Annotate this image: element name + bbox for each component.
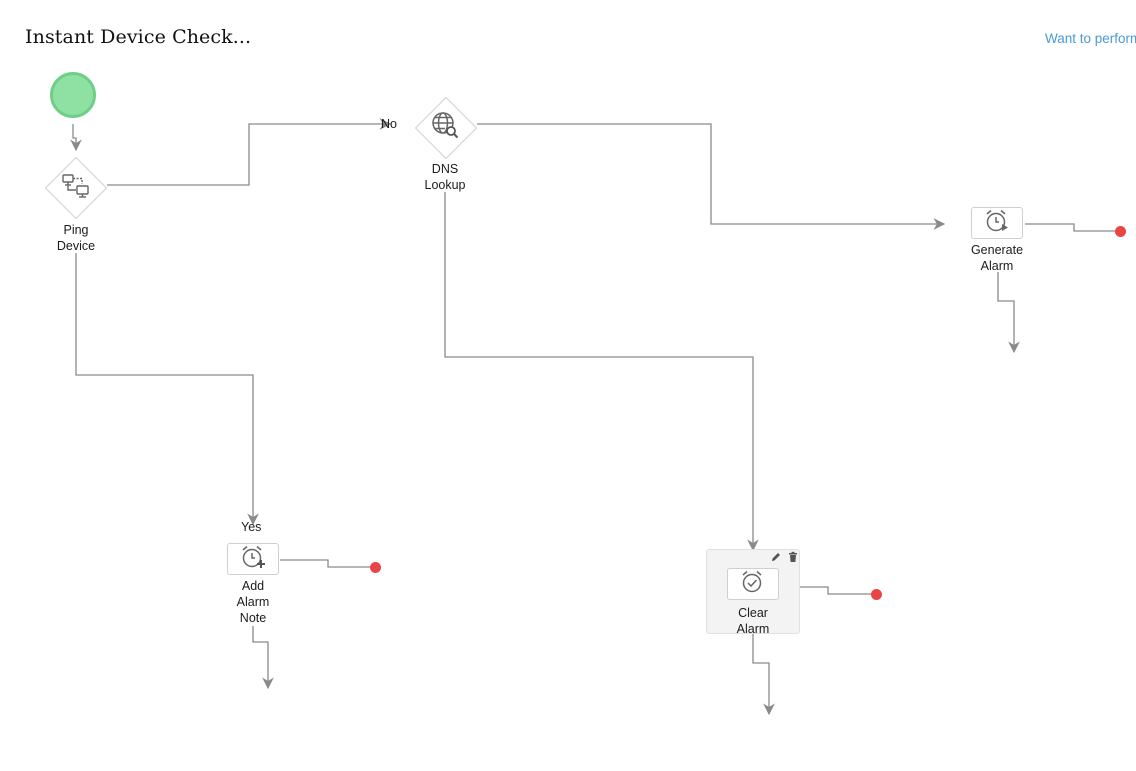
clear-alarm-node[interactable]	[727, 568, 779, 600]
trash-icon[interactable]	[787, 550, 799, 562]
connector-clear-alarm-to-end	[800, 586, 872, 595]
add-alarm-note-label: Add Alarm Note	[236, 579, 270, 625]
connector-ping-to-dns	[107, 118, 392, 186]
end-event-add-alarm-note[interactable]	[370, 562, 381, 573]
generate-alarm-node[interactable]	[971, 207, 1023, 239]
connector-generate-alarm-down	[997, 272, 1020, 354]
connector-dns-to-clear-alarm	[444, 192, 759, 552]
end-event-generate-alarm[interactable]	[1115, 226, 1126, 237]
page-title: Instant Device Check...	[25, 26, 252, 48]
add-alarm-note-node[interactable]	[227, 543, 279, 575]
alarm-clock-plus-icon	[239, 544, 267, 575]
connector-add-alarm-note-down	[252, 626, 274, 690]
alarm-clock-check-icon	[739, 569, 767, 600]
edge-label-no: No	[381, 117, 397, 131]
connector-ping-to-add-alarm-note	[75, 253, 259, 526]
dns-lookup-label: DNS Lookup	[424, 162, 466, 192]
network-computers-icon	[60, 171, 92, 203]
generate-alarm-label: Generate Alarm	[970, 243, 1024, 273]
help-link[interactable]: Want to perform	[1045, 31, 1136, 46]
connector-start-to-ping	[70, 124, 82, 152]
connector-dns-to-generate-alarm	[477, 123, 946, 230]
alarm-clock-play-icon	[983, 208, 1011, 239]
connector-clear-alarm-down	[752, 634, 775, 716]
pencil-icon[interactable]	[770, 550, 782, 562]
ping-device-label: Ping Device	[56, 223, 96, 253]
clear-alarm-label: Clear Alarm	[736, 606, 770, 636]
connector-add-alarm-note-to-end	[280, 559, 371, 568]
start-event[interactable]	[50, 72, 96, 118]
connector-generate-alarm-to-end	[1025, 223, 1116, 232]
edge-label-yes: Yes	[241, 520, 262, 534]
end-event-clear-alarm[interactable]	[871, 589, 882, 600]
globe-search-icon	[429, 109, 461, 141]
